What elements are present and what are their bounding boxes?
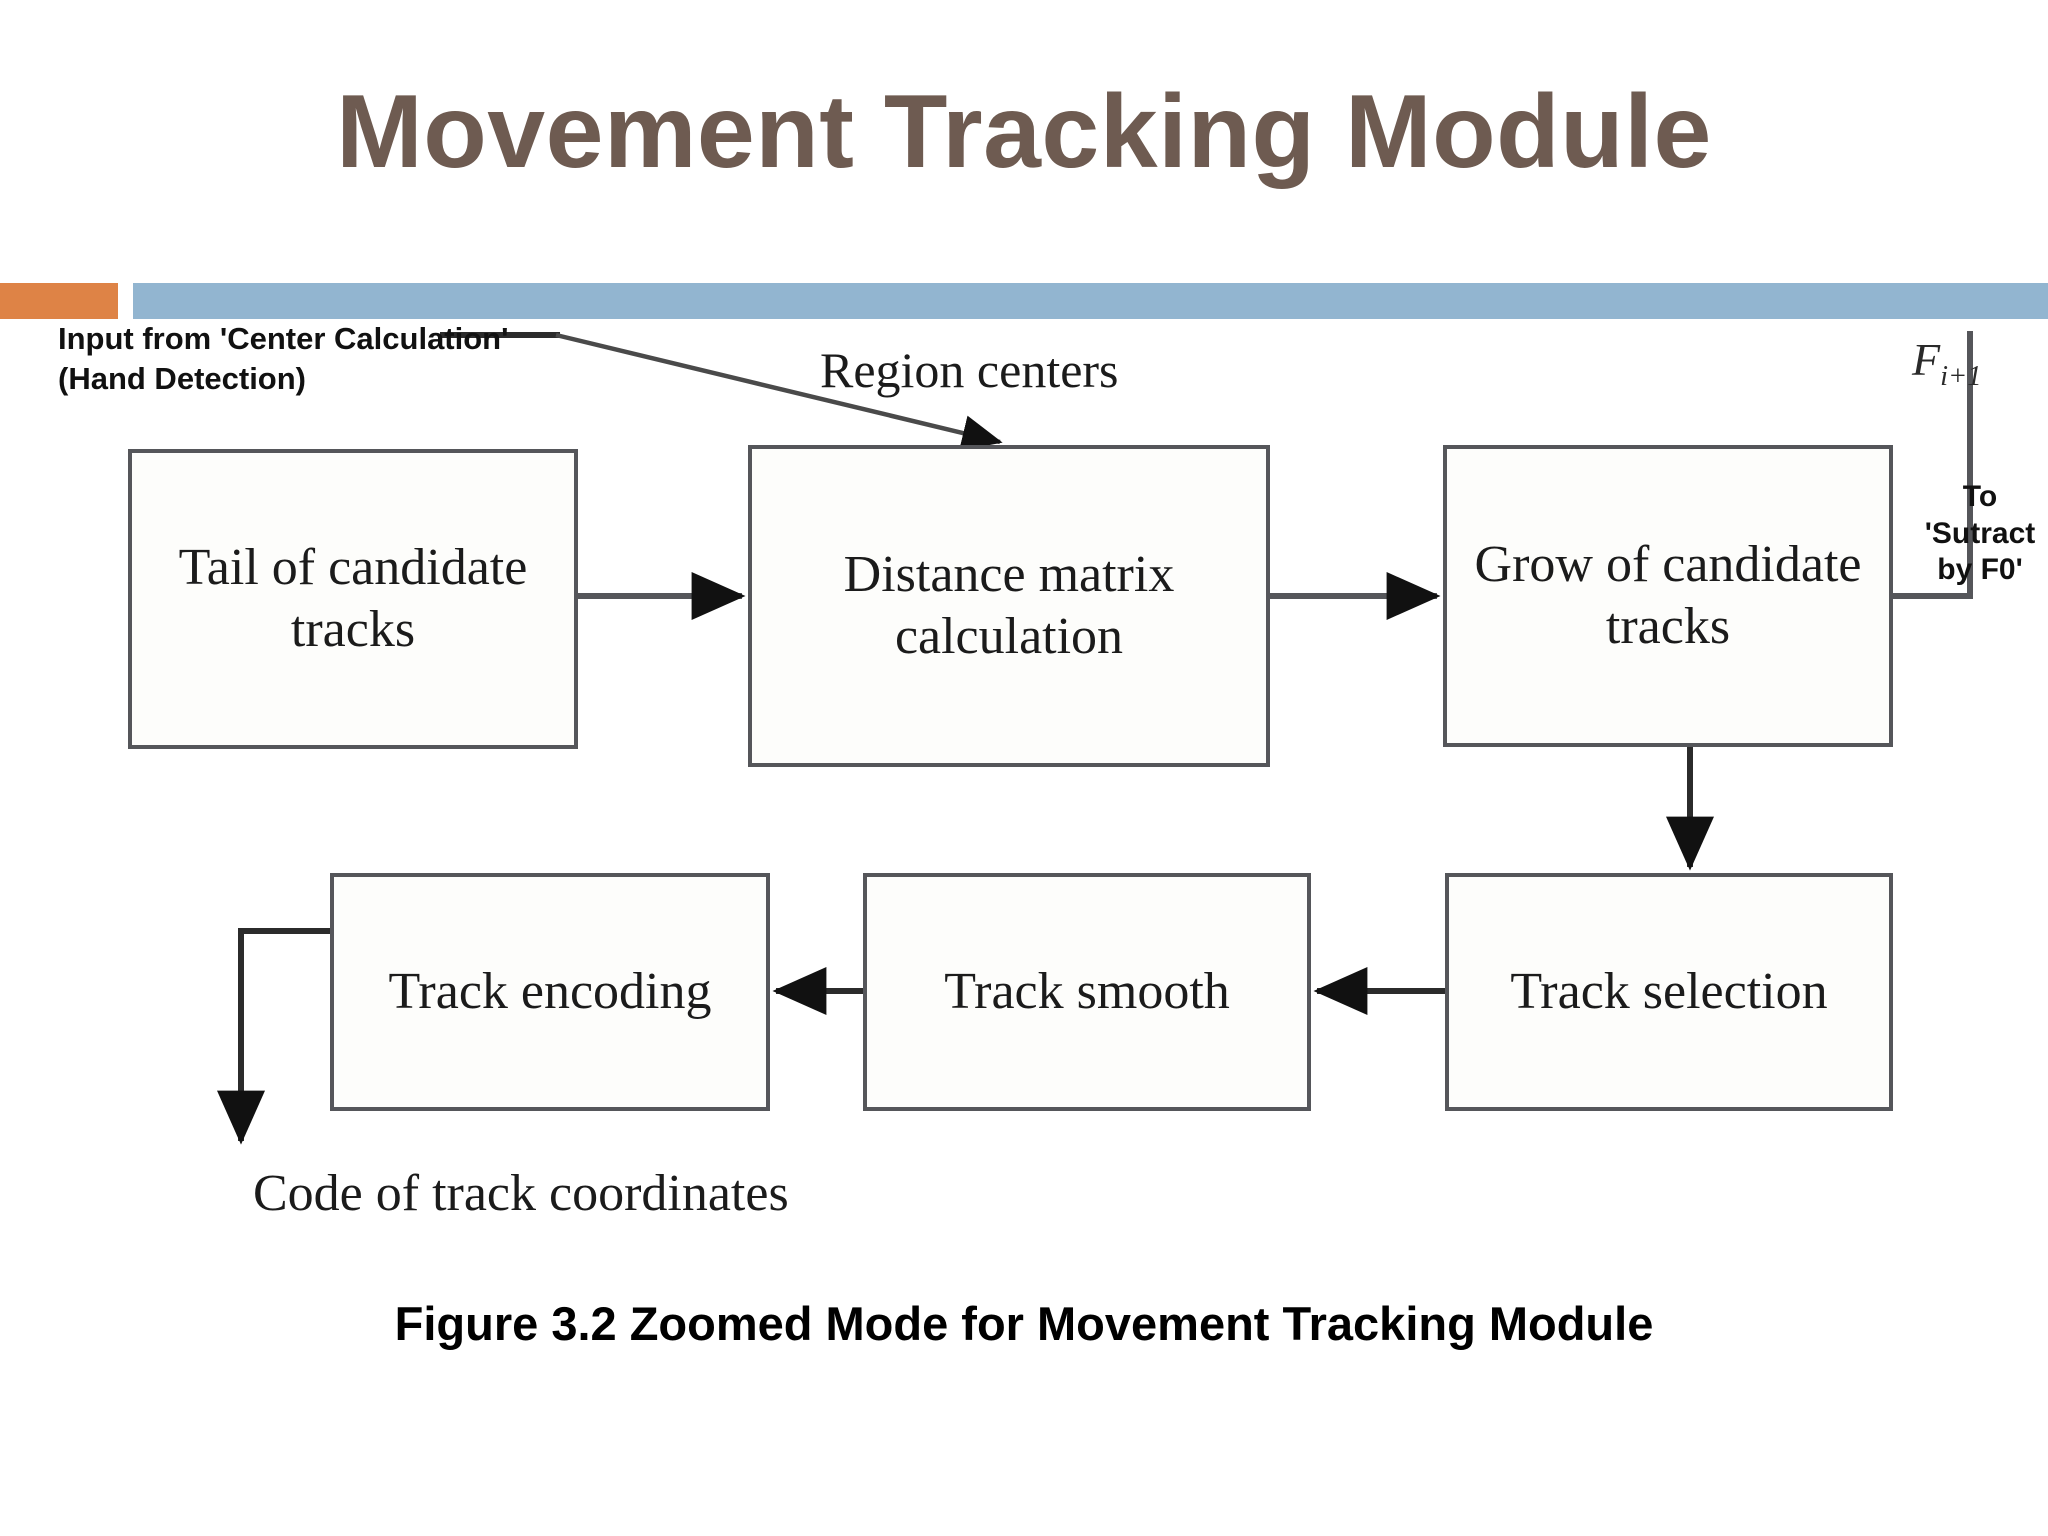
annotation-output-code-of-track-coordinates: Code of track coordinates — [253, 1165, 789, 1222]
annotation-frame-index: Fi+1 — [1912, 333, 1982, 393]
flow-diagram-connectors — [217, 331, 1973, 1145]
divider-accent-orange — [0, 283, 118, 319]
flow-box-grow-of-candidate-tracks[interactable]: Grow of candidate tracks — [1443, 445, 1893, 747]
connector-encoding-to-output — [217, 928, 332, 1145]
page-title: Movement Tracking Module — [336, 74, 1712, 190]
annotation-input-source: Input from 'Center Calculation' (Hand De… — [58, 321, 509, 396]
connector-frame-to-grow — [1890, 331, 1973, 599]
flow-diagram: Tail of candidate tracks Distance matrix… — [0, 319, 2048, 1259]
flow-box-track-smooth[interactable]: Track smooth — [863, 873, 1311, 1111]
flow-box-track-encoding[interactable]: Track encoding — [330, 873, 770, 1111]
frame-subscript: i+1 — [1940, 361, 1982, 393]
annotation-region-centers: Region centers — [820, 342, 1119, 398]
divider-accent-blue — [133, 283, 2048, 319]
flow-box-distance-matrix-calculation[interactable]: Distance matrix calculation — [748, 445, 1270, 767]
annotation-to-subtract-by-f0: To 'Sutract by F0' — [1924, 480, 2036, 587]
connector-input-to-distance — [440, 332, 1003, 451]
figure-caption: Figure 3.2 Zoomed Mode for Movement Trac… — [394, 1297, 1654, 1350]
frame-label: F — [1912, 334, 1941, 385]
flow-box-tail-of-candidate-tracks[interactable]: Tail of candidate tracks — [128, 449, 578, 749]
flow-box-track-selection[interactable]: Track selection — [1445, 873, 1893, 1111]
